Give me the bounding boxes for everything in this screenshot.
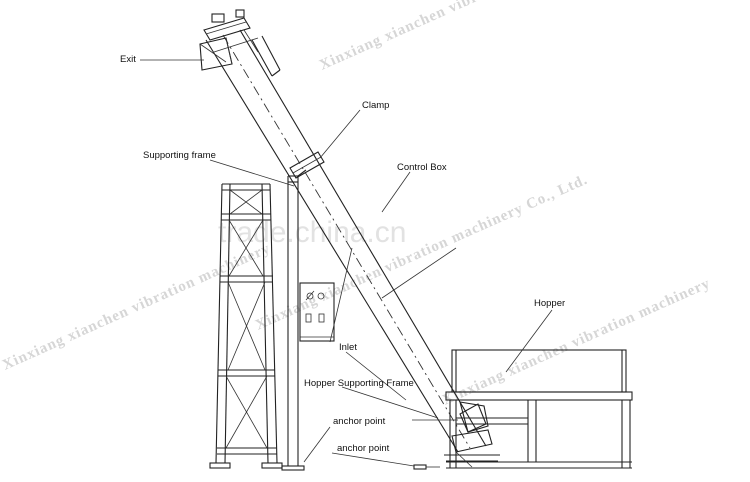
watermark-company-right: Xinxiang xianchen vibration machinery: [440, 275, 713, 408]
label-control-box: Control Box: [397, 162, 447, 173]
label-clamp: Clamp: [362, 100, 389, 111]
label-supporting-frame: Supporting frame: [143, 150, 216, 161]
label-anchor-point-2: anchor point: [337, 443, 390, 454]
control-switch-right: [318, 313, 325, 323]
label-exit: Exit: [120, 54, 136, 65]
top-flange: [203, 9, 251, 41]
anchor-marks: [413, 464, 440, 470]
inlet-section: [444, 403, 500, 468]
hopper-assembly: [445, 349, 633, 469]
hopper-frame-top: [445, 391, 633, 401]
conveyor-tube: [203, 9, 500, 468]
watermark-company-diagonal: Xinxiang xianchen vibration machinery Co…: [253, 172, 590, 334]
control-switch-left: [305, 313, 312, 323]
watermark-company-top: Xinxiang xianchen vibration machinery Co…: [317, 0, 654, 74]
control-box: [299, 282, 335, 342]
exit-chute: [199, 37, 233, 71]
label-anchor-point-1: anchor point: [333, 416, 386, 427]
watermark-trade-site: trade.china.cn: [218, 216, 406, 249]
watermark-company-left: Xinxiang xianchen vibration machinery: [0, 240, 273, 373]
clamp: [289, 151, 325, 179]
supporting-frame-post: [281, 169, 307, 471]
label-inlet: Inlet: [339, 342, 357, 353]
leader-lines: [140, 59, 553, 467]
labels: Exit Clamp Supporting frame Control Box …: [120, 54, 565, 454]
label-hopper-supporting-frame: Hopper Supporting Frame: [304, 378, 414, 389]
control-indicator-right: [317, 292, 325, 300]
control-indicator-left: [306, 292, 314, 300]
drive-housing: [243, 29, 281, 77]
label-hopper: Hopper: [534, 298, 565, 309]
